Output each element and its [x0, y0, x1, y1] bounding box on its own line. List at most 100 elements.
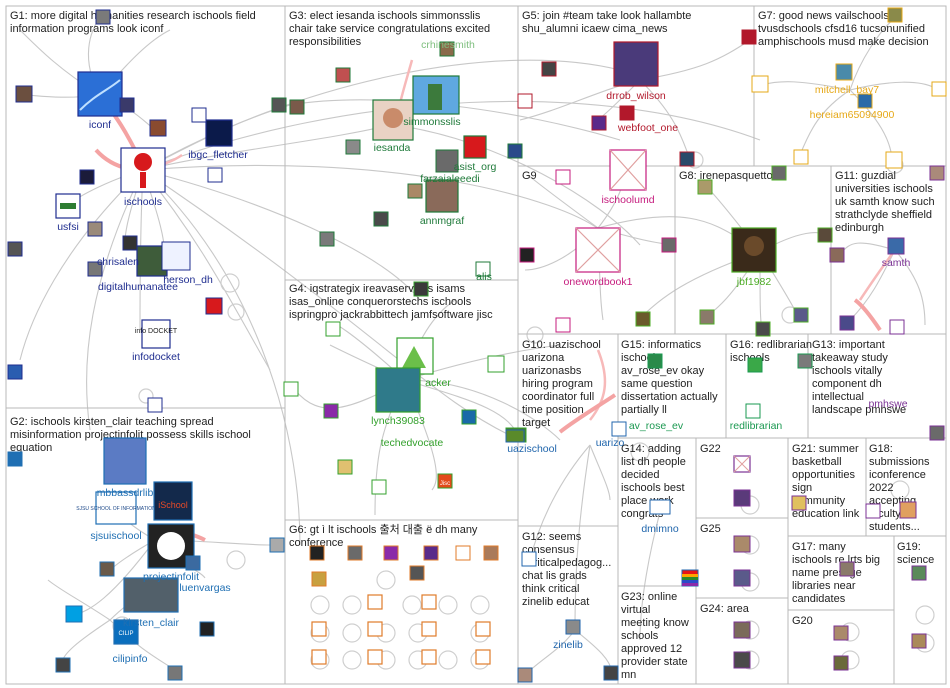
node-avatar-g11-c[interactable] [889, 319, 905, 335]
node-avatar-g2-h[interactable] [185, 555, 201, 571]
node-avatar-g1-h[interactable] [87, 261, 103, 277]
node-avatar-g1-d[interactable] [119, 97, 135, 113]
node-avatar-g3-h[interactable] [475, 261, 491, 277]
node-avatar-g16-a[interactable] [747, 357, 763, 373]
node-asist-org[interactable] [463, 135, 487, 159]
node-avatar-g12-a[interactable] [517, 667, 533, 683]
node-avatar-g4-f[interactable] [337, 459, 353, 475]
node-avatar-g5-f[interactable] [741, 29, 757, 45]
node-avatar-g9-a[interactable] [519, 247, 535, 263]
node-ischoolumd[interactable] [609, 149, 647, 191]
node-avatar-g2-f[interactable] [199, 621, 215, 637]
node-avatar-g2-g[interactable] [269, 537, 285, 553]
node-avatar-g9-c[interactable] [661, 237, 677, 253]
node-onewordbook1[interactable] [575, 227, 621, 273]
node-avatar-g5-a[interactable] [541, 61, 557, 77]
node-zinelib-image[interactable] [565, 619, 581, 635]
node-avatar-g1-i[interactable] [191, 107, 207, 123]
node-avatar-g5-d[interactable] [619, 105, 635, 121]
node-avatar-g4-d[interactable] [325, 321, 341, 337]
node-iconf[interactable] [77, 71, 123, 117]
node-avatar-g20-b[interactable] [833, 655, 849, 671]
node-avatar-g8-a[interactable] [697, 179, 713, 195]
node-avatar-g1-a[interactable] [15, 85, 33, 103]
node-avatar-g6-l[interactable] [367, 621, 383, 637]
node-avatar-g3-f[interactable] [407, 183, 423, 199]
node-avatar-g6-n[interactable] [311, 649, 327, 665]
node-avatar-g12-b[interactable] [603, 665, 619, 681]
node-avatar-g8-g[interactable] [635, 311, 651, 327]
node-redlibrarian-image[interactable] [745, 403, 761, 419]
node-avatar-g1-j[interactable] [79, 169, 95, 185]
node-avatar-g19-a[interactable] [911, 565, 927, 581]
node-avatar-g5-e[interactable] [679, 151, 695, 167]
node-avatar-g6-f[interactable] [483, 545, 499, 561]
node-avatar-g7-f[interactable] [857, 93, 873, 109]
node-avatar-g3-i[interactable] [439, 41, 455, 57]
node-ibgc-fletcher[interactable] [205, 119, 233, 147]
node-avatar-g2-e[interactable] [167, 665, 183, 681]
node-avatar-g2-b[interactable] [99, 561, 115, 577]
node-avatar-g21-a[interactable] [791, 495, 807, 511]
node-avatar-g6-m[interactable] [421, 621, 437, 637]
node-avatar-g5-b[interactable] [517, 93, 533, 109]
node-avatar-g8-c[interactable] [817, 227, 833, 243]
node-avatar-g1-c[interactable] [95, 9, 111, 25]
node-avatar-g3-c[interactable] [289, 99, 305, 115]
node-avatar-g25-a[interactable] [733, 535, 751, 553]
node-jisc[interactable] [437, 473, 453, 489]
node-avatar-g8-d[interactable] [699, 309, 715, 325]
node-avatar-g6-h[interactable] [409, 565, 425, 581]
node-avatar-g6-p[interactable] [421, 649, 437, 665]
node-avatar-g2-a[interactable] [65, 605, 83, 623]
node-avatar-g4-c[interactable] [323, 403, 339, 419]
node-avatar-g6-c[interactable] [383, 545, 399, 561]
node-infodocket[interactable]: info DOCKET [135, 319, 178, 349]
node-avatar-g20-a[interactable] [833, 625, 849, 641]
node-avatar-g3-e[interactable] [373, 211, 389, 227]
node-avatar-g4-h[interactable] [413, 281, 429, 297]
node-avatar-g16-b[interactable] [797, 353, 813, 369]
node-avatar-g6-d[interactable] [423, 545, 439, 561]
node-avatar-g6-g[interactable] [311, 571, 327, 587]
node-avatar-g6-q[interactable] [475, 621, 491, 637]
node-avatar-g1-k[interactable] [7, 364, 23, 380]
node-avatar-g7-a[interactable] [751, 75, 769, 93]
node-avatar-g19-b[interactable] [911, 633, 927, 649]
node-avatar-g4-g[interactable] [371, 479, 387, 495]
node-avatar-g18-b[interactable] [865, 503, 881, 519]
node-avatar-g13-a[interactable] [929, 425, 945, 441]
node-avatar-g11-a[interactable] [829, 247, 845, 263]
node-avatar-g1-f[interactable] [87, 221, 103, 237]
node-avatar-g11-d[interactable] [929, 165, 945, 181]
node-avatar-g6-e[interactable] [455, 545, 471, 561]
node-avatar-g1-l[interactable] [147, 397, 163, 413]
node-red-logo[interactable] [205, 297, 223, 315]
node-kirsten-clair[interactable] [123, 577, 179, 613]
node-avatar-g3-d[interactable] [345, 139, 361, 155]
node-avatar-g1-g[interactable] [122, 235, 138, 251]
node-ischools[interactable] [120, 147, 166, 193]
node-usfsi[interactable] [55, 193, 81, 219]
node-avatar-g7-c[interactable] [887, 7, 903, 23]
node-avatar-g6-r[interactable] [475, 649, 491, 665]
node-avatar-g2-c[interactable] [7, 451, 23, 467]
node-avatar-g3-b[interactable] [271, 97, 287, 113]
node-avatar-g6-i[interactable] [367, 594, 383, 610]
node-avatar-g12-c[interactable] [521, 551, 537, 567]
node-avatar-g4-b[interactable] [283, 381, 299, 397]
node-avatar-g3-j[interactable] [319, 231, 335, 247]
node-farzaialeeedi[interactable] [435, 149, 459, 173]
node-herson-dh-image[interactable] [161, 241, 191, 271]
node-avatar-g4-a[interactable] [487, 355, 505, 373]
node-mitchell-bay7-image[interactable] [835, 63, 853, 81]
node-avatar-g15-a[interactable] [647, 353, 663, 369]
node-avatar-g22-b[interactable] [733, 489, 751, 507]
node-avatar-g6-b[interactable] [347, 545, 363, 561]
node-avatar-g4-e[interactable] [461, 409, 477, 425]
node-dmimno-image[interactable] [649, 499, 671, 515]
node-avatar-g1-b[interactable] [149, 119, 167, 137]
node-c-logo[interactable] [207, 167, 223, 183]
node-avatar-g5-c[interactable] [591, 115, 607, 131]
node-avatar-g11-b[interactable] [839, 315, 855, 331]
